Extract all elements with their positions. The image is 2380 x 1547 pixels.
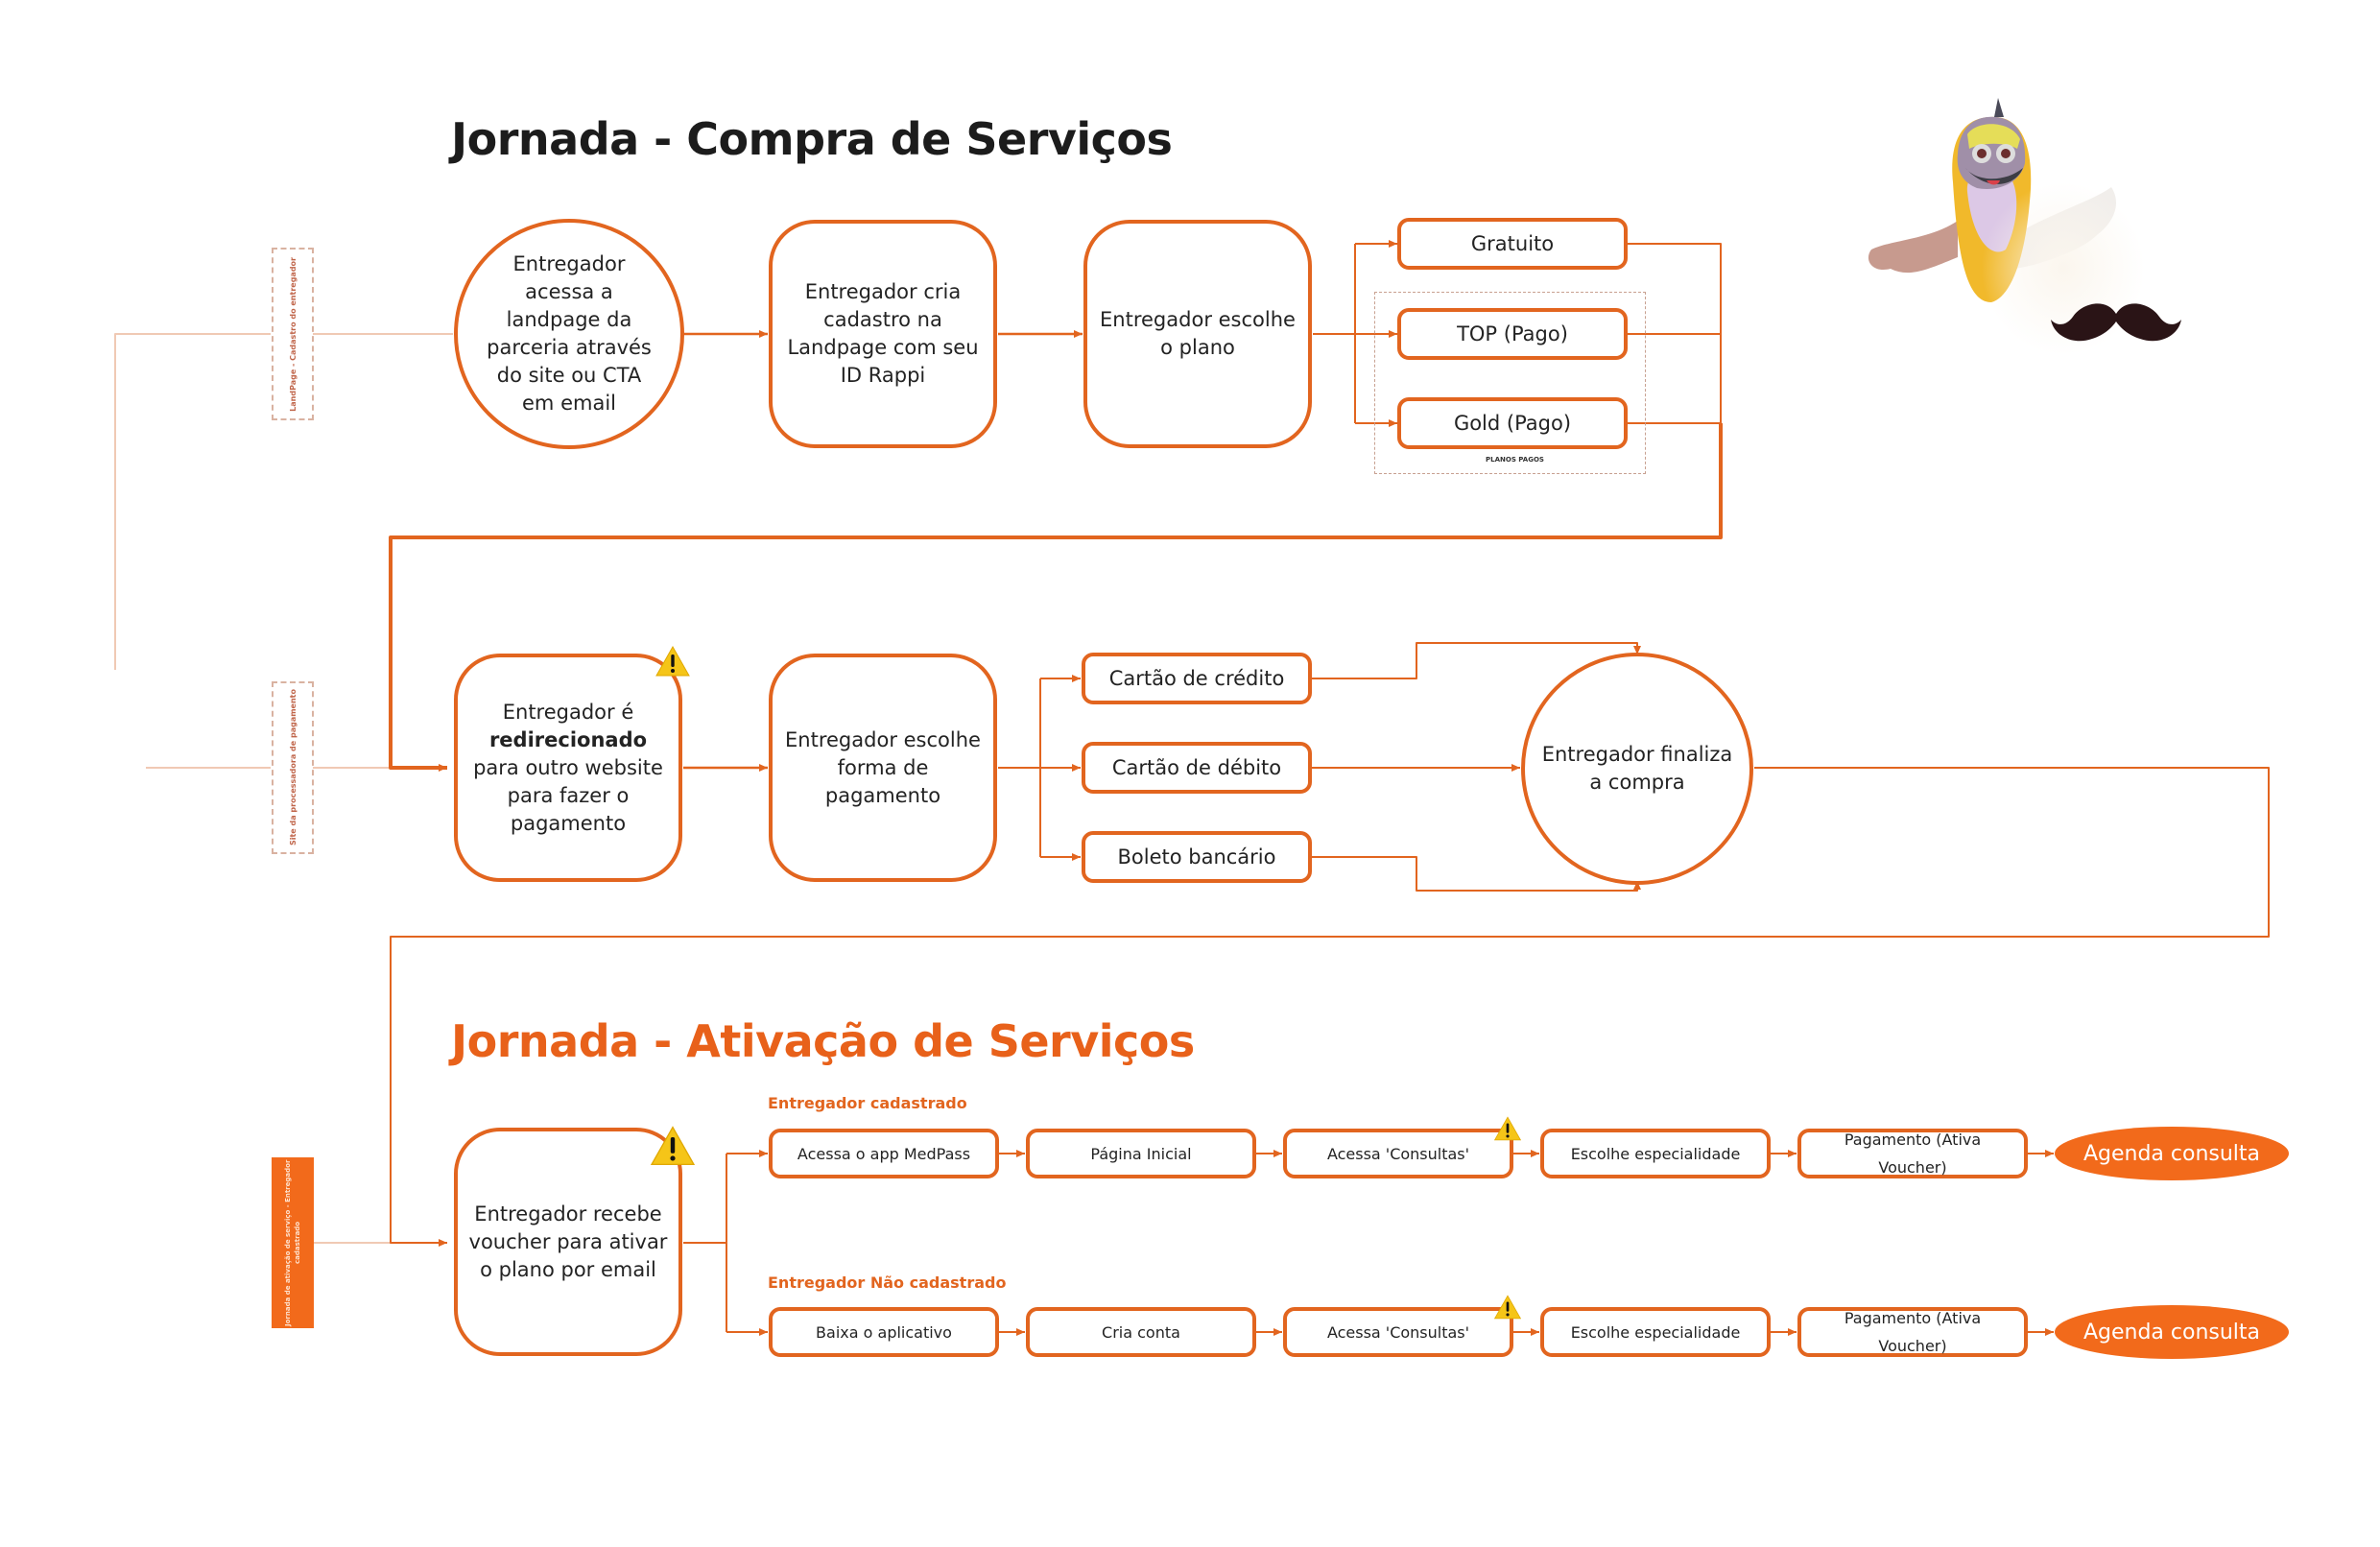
step-finish-purchase[interactable]: Entregador finaliza a compra [1521, 653, 1753, 885]
step-create-account[interactable]: Entregador cria cadastro na Landpage com… [769, 220, 997, 448]
arrow-step3-plans [1313, 243, 1397, 424]
mustache-icon [2051, 303, 2181, 342]
title-purchase-journey: Jornada - Compra de Serviços [451, 113, 1173, 165]
unregistered-step-2[interactable]: Cria conta [1026, 1307, 1256, 1357]
step-receive-voucher[interactable]: Entregador recebe voucher para ativar o … [454, 1128, 682, 1356]
step-choose-payment[interactable]: Entregador escolhe forma de pagamento [769, 654, 997, 882]
bird-mascot-illustration [1868, 98, 2145, 355]
unregistered-step-4[interactable]: Escolhe especialidade [1540, 1307, 1771, 1357]
registered-end-schedule[interactable]: Agenda consulta [2055, 1127, 2289, 1180]
plans-merge [1628, 243, 1722, 424]
plan-gratuito[interactable]: Gratuito [1397, 218, 1628, 270]
lane-activation-label: Jornada de ativação de serviço - Entrega… [284, 1159, 301, 1326]
plan-top[interactable]: TOP (Pago) [1397, 308, 1628, 360]
arrow-credit-finish [1311, 642, 1641, 679]
unregistered-step-1[interactable]: Baixa o aplicativo [769, 1307, 999, 1357]
arrow-entry-split [683, 1154, 727, 1332]
lane-payment-site-label: Site da processadora de pagamento [288, 689, 298, 846]
unregistered-end-schedule[interactable]: Agenda consulta [2055, 1305, 2289, 1359]
label-registered: Entregador cadastrado [768, 1094, 967, 1112]
plan-gold[interactable]: Gold (Pago) [1397, 397, 1628, 449]
arrow-plans-to-payment [389, 423, 1723, 772]
label-unregistered: Entregador Não cadastrado [768, 1273, 1007, 1292]
warning-icon [655, 645, 690, 677]
lane-line-left [114, 333, 271, 670]
payment-boleto[interactable]: Boleto bancário [1082, 831, 1312, 883]
payment-debit-card[interactable]: Cartão de débito [1082, 742, 1312, 794]
registered-step-4[interactable]: Escolhe especialidade [1540, 1129, 1771, 1178]
arrow-finish-to-activation [390, 767, 2270, 1247]
arrow-boleto-finish [1311, 856, 1641, 892]
registered-step-5[interactable]: Pagamento (Ativa Voucher) [1797, 1129, 2028, 1178]
step-access-landpage[interactable]: Entregador acessa a landpage da parceria… [454, 219, 684, 449]
registered-step-2[interactable]: Página Inicial [1026, 1129, 1256, 1178]
registered-step-1[interactable]: Acessa o app MedPass [769, 1129, 999, 1178]
unregistered-step-5[interactable]: Pagamento (Ativa Voucher) [1797, 1307, 2028, 1357]
step-redirected-payment[interactable]: Entregador é redirecionado para outro we… [454, 654, 682, 882]
warning-icon [1493, 1295, 1522, 1320]
payment-credit-card[interactable]: Cartão de crédito [1082, 653, 1312, 704]
warning-icon [650, 1126, 696, 1166]
arrow-step5-methods [998, 678, 1041, 857]
lane-landpage: LandPage - Cadastro do entregador [272, 248, 314, 420]
lane-activation: Jornada de ativação de serviço - Entrega… [272, 1157, 314, 1328]
unregistered-step-3[interactable]: Acessa 'Consultas' [1283, 1307, 1513, 1357]
step-choose-plan[interactable]: Entregador escolhe o plano [1083, 220, 1312, 448]
lane-landpage-label: LandPage - Cadastro do entregador [288, 256, 298, 412]
registered-step-3[interactable]: Acessa 'Consultas' [1283, 1129, 1513, 1178]
warning-icon [1493, 1116, 1522, 1141]
lane-payment-site: Site da processadora de pagamento [272, 681, 314, 854]
paid-plans-group [1374, 292, 1646, 474]
paid-plans-label: PLANOS PAGOS [1486, 456, 1544, 464]
title-activation-journey: Jornada - Ativação de Serviços [451, 1015, 1195, 1067]
